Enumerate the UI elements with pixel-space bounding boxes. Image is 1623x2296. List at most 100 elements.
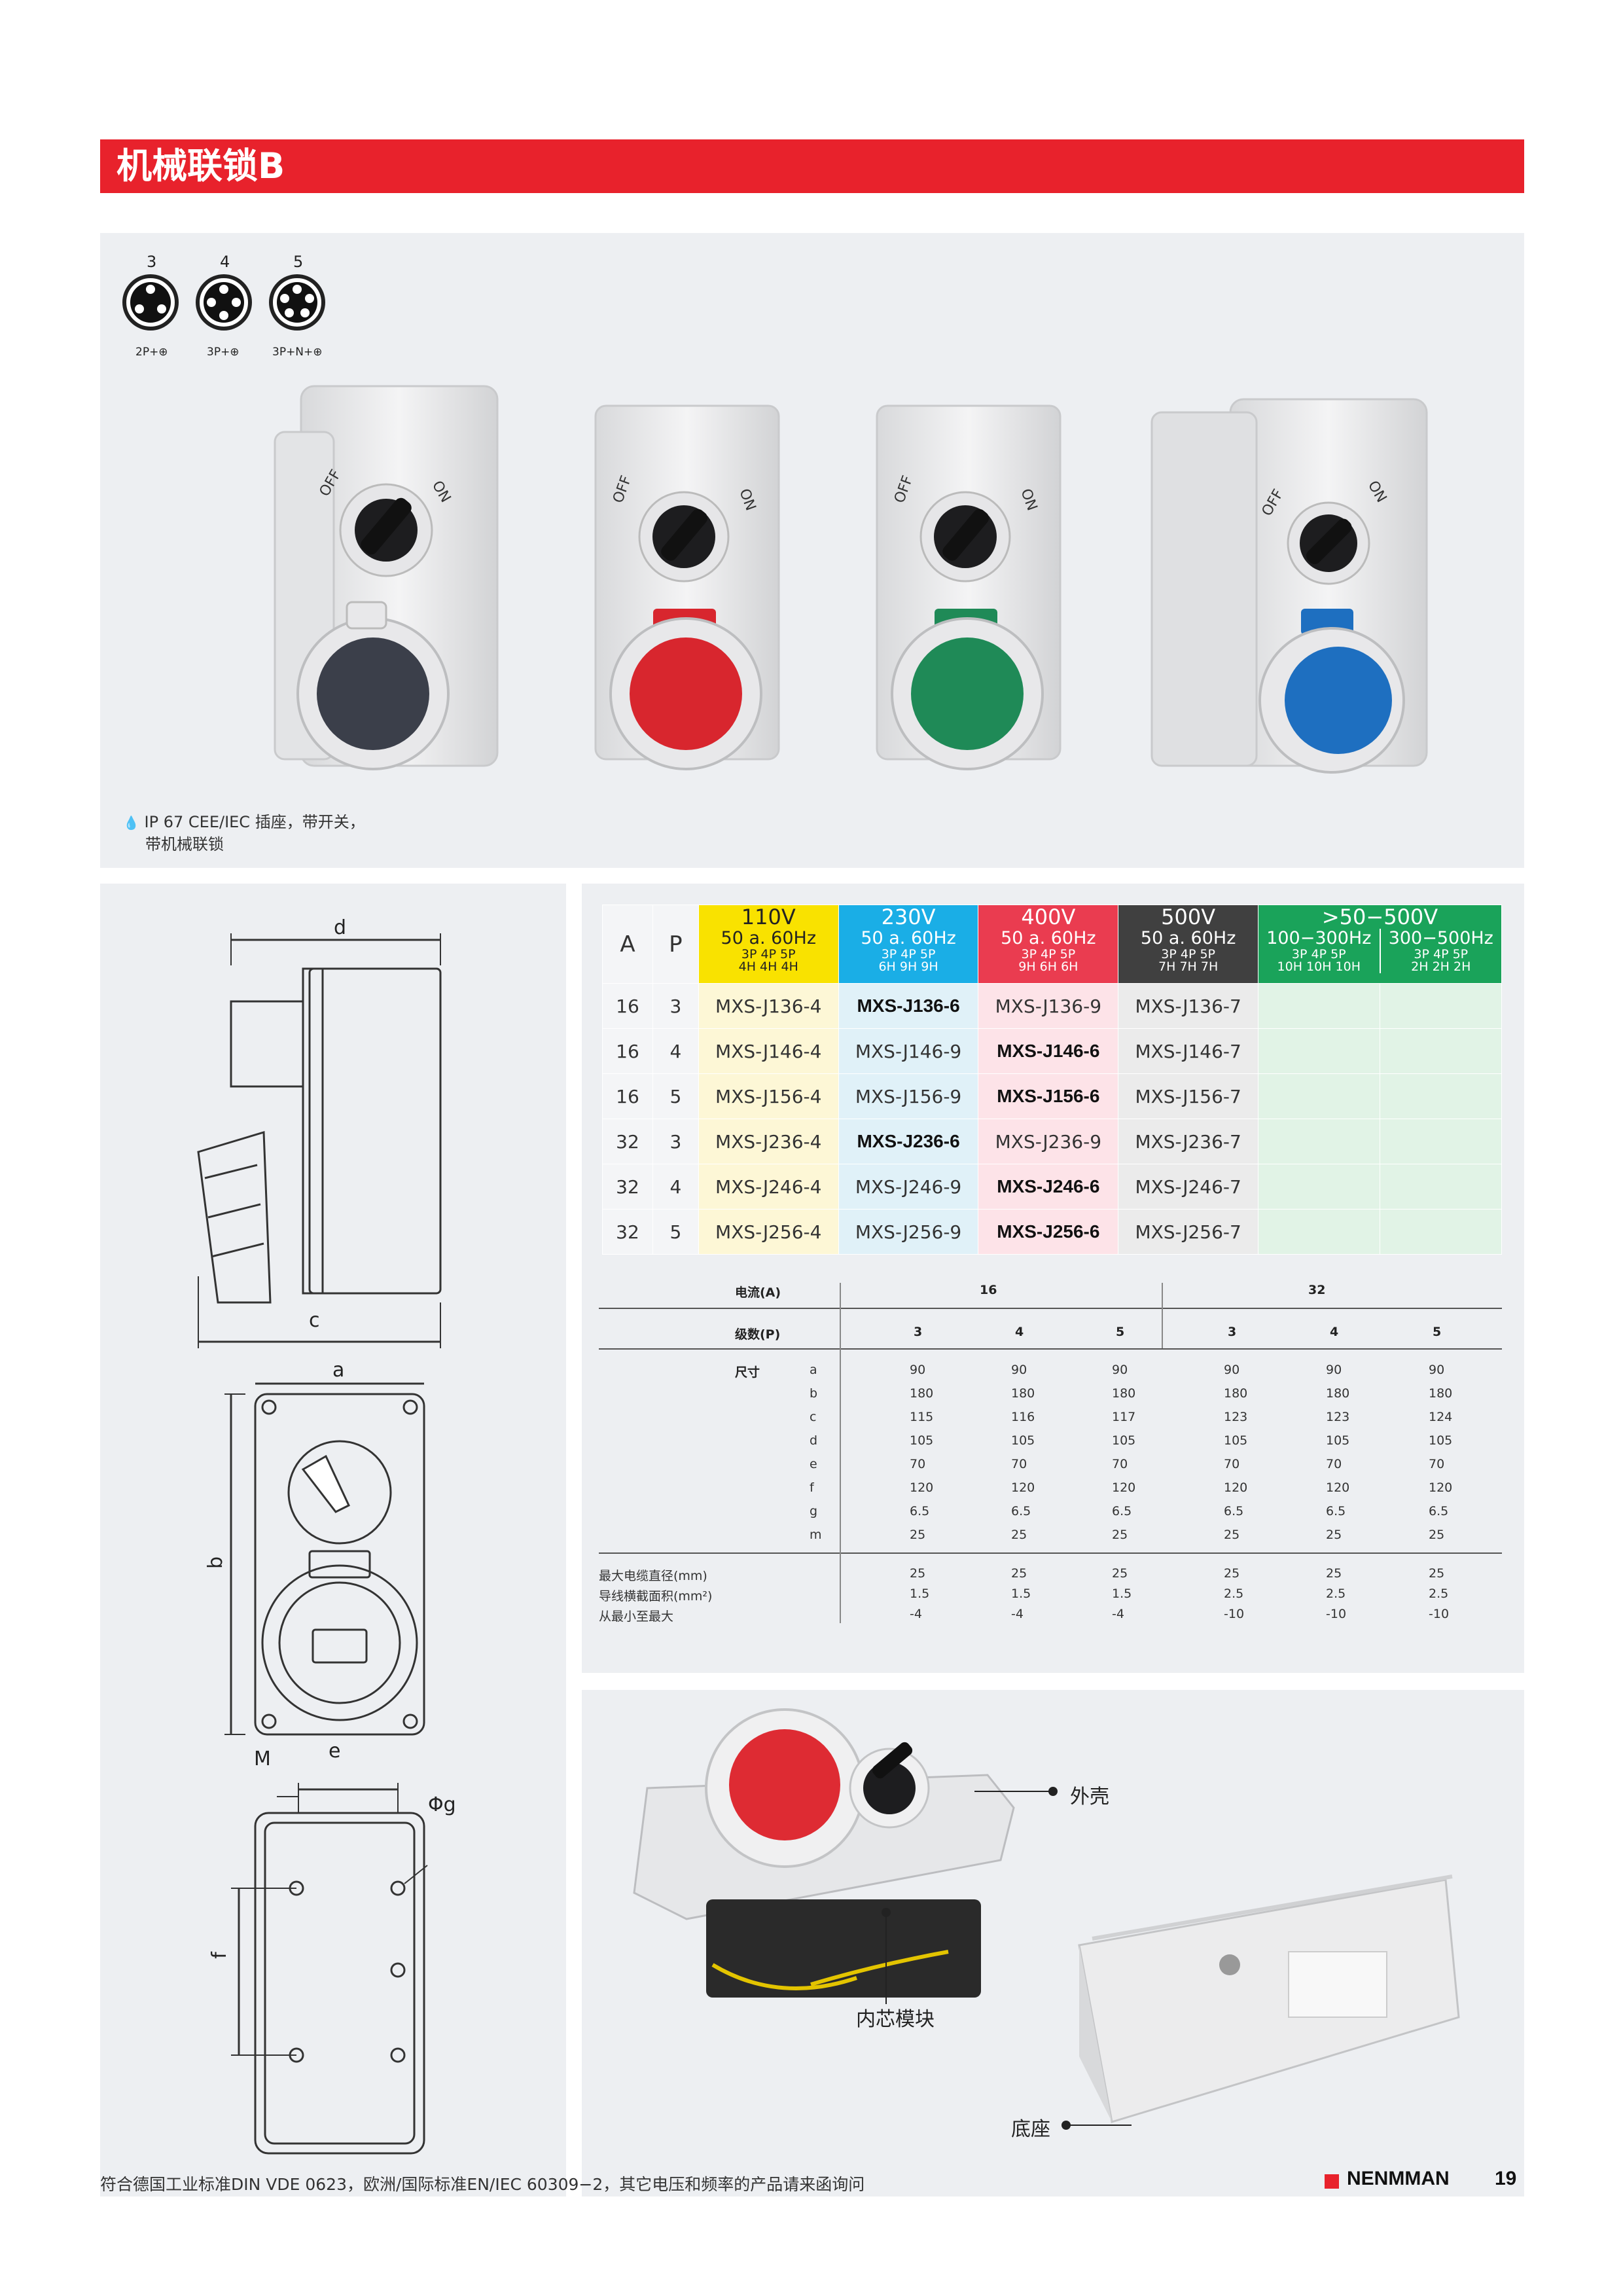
extra-value: 25: [1326, 1566, 1342, 1581]
extra-value: 25: [910, 1566, 926, 1581]
cell-poles: 5: [652, 1209, 699, 1255]
cell-model-v500: MXS-J256-7: [1118, 1209, 1259, 1255]
current-16: 16: [980, 1283, 997, 1297]
front-view: [224, 1382, 425, 1736]
dim-key: f: [810, 1480, 814, 1495]
shell-module: [633, 1708, 1015, 1998]
header-high-voltage: >50−500V 100−300Hz 3P 4P 5P 10H 10H 10H …: [1258, 905, 1502, 984]
extra-value: -4: [910, 1607, 922, 1621]
pole-count: 4: [1015, 1325, 1024, 1339]
dim-value: 180: [1326, 1386, 1350, 1401]
dim-value: 70: [910, 1457, 926, 1471]
label-shell: 外壳: [1070, 1785, 1109, 1808]
dim-value: 105: [1224, 1433, 1248, 1448]
dim-value: 120: [1326, 1480, 1350, 1495]
cell-high-voltage: [1380, 983, 1502, 1029]
cell-high-voltage: [1258, 1209, 1380, 1255]
dim-value: 180: [910, 1386, 934, 1401]
page-title: 机械联锁B: [116, 145, 285, 187]
dim-value: 105: [910, 1433, 934, 1448]
pin-label: 3P+⊕: [207, 346, 240, 359]
extra-value: 25: [1112, 1566, 1128, 1581]
pin-number: 3: [147, 253, 157, 271]
extra-value: 2.5: [1429, 1587, 1449, 1601]
dim-label-c: c: [309, 1309, 320, 1332]
label-core-module: 内芯模块: [856, 2008, 935, 2031]
dim-label-a: a: [332, 1359, 345, 1382]
dim-label-m: M: [254, 1748, 271, 1770]
cell-poles: 3: [652, 983, 699, 1029]
dim-label-d: d: [334, 916, 347, 939]
pin-4-icon: [196, 274, 252, 331]
extra-value: 1.5: [1011, 1587, 1031, 1601]
dim-value: 25: [1011, 1528, 1027, 1542]
dim-value: 90: [1112, 1363, 1128, 1377]
header-400v: 400V 50 a. 60Hz 3P 4P 5P 9H 6H 6H: [978, 905, 1119, 984]
dim-value: 6.5: [1429, 1504, 1449, 1518]
current-label: 电流(A): [735, 1285, 781, 1300]
dim-label-e: e: [329, 1740, 341, 1763]
socket-pin-icons: [122, 274, 325, 331]
brand-square-icon: [1325, 2174, 1339, 2189]
dim-value: 70: [1224, 1457, 1240, 1471]
cell-high-voltage: [1258, 1028, 1380, 1074]
extra-value: 25: [1429, 1566, 1445, 1581]
dim-value: 180: [1112, 1386, 1136, 1401]
pin-label: 2P+⊕: [135, 346, 168, 359]
cell-model-v230: MXS-J146-9: [838, 1028, 979, 1074]
pole-count: 5: [1433, 1325, 1442, 1339]
cell-model-v400: MXS-J256-6: [978, 1209, 1119, 1255]
dim-value: 25: [1224, 1528, 1240, 1542]
cell-high-voltage: [1258, 983, 1380, 1029]
cell-model-v500: MXS-J136-7: [1118, 983, 1259, 1029]
cell-amp: 32: [602, 1209, 653, 1255]
product-blue-socket: OFF ON: [1150, 398, 1428, 774]
pole-count: 3: [1228, 1325, 1237, 1339]
dim-label-b: b: [204, 1556, 228, 1570]
product-red-socket: OFF ON: [594, 404, 780, 770]
cell-model-v500: MXS-J236-7: [1118, 1119, 1259, 1164]
pole-count: 3: [914, 1325, 923, 1339]
dim-value: 6.5: [1326, 1504, 1346, 1518]
dim-value: 25: [1326, 1528, 1342, 1542]
extra-value: 2.5: [1224, 1587, 1244, 1601]
cell-model-v110: MXS-J136-4: [698, 983, 839, 1029]
cell-model-v230: MXS-J156-9: [838, 1073, 979, 1119]
cell-model-v110: MXS-J146-4: [698, 1028, 839, 1074]
dim-value: 70: [1112, 1457, 1128, 1471]
dim-value: 6.5: [1112, 1504, 1132, 1518]
cell-amp: 32: [602, 1164, 653, 1210]
extra-value: 25: [1011, 1566, 1027, 1581]
cell-amp: 16: [602, 1028, 653, 1074]
cell-model-v500: MXS-J156-7: [1118, 1073, 1259, 1119]
dim-value: 25: [910, 1528, 926, 1542]
cell-model-v230: MXS-J236-6: [838, 1119, 979, 1164]
technical-drawing: [197, 933, 442, 2155]
product-dark-socket: OFF ON: [274, 385, 499, 770]
cell-poles: 5: [652, 1073, 699, 1119]
dimension-drawing-panel: [100, 884, 566, 2197]
dim-key: e: [810, 1457, 817, 1471]
dim-value: 90: [1429, 1363, 1445, 1377]
poles-label: 级数(P): [735, 1327, 781, 1342]
cell-model-v110: MXS-J246-4: [698, 1164, 839, 1210]
cell-high-voltage: [1258, 1164, 1380, 1210]
cell-high-voltage: [1258, 1073, 1380, 1119]
brand-name: NENMMAN: [1347, 2168, 1450, 2189]
product-green-socket: OFF ON: [876, 404, 1061, 770]
cell-amp: 16: [602, 1073, 653, 1119]
dim-key: b: [810, 1386, 818, 1401]
dim-value: 90: [1224, 1363, 1240, 1377]
cell-high-voltage: [1380, 1119, 1502, 1164]
dim-value: 6.5: [910, 1504, 930, 1518]
cell-model-v110: MXS-J236-4: [698, 1119, 839, 1164]
product-illustrations: OFF ON OFF ON OFF ON OFF ON: [274, 385, 1428, 774]
dim-value: 117: [1112, 1410, 1136, 1424]
dim-value: 105: [1011, 1433, 1035, 1448]
dim-value: 123: [1326, 1410, 1350, 1424]
pin-5-icon: [269, 274, 325, 331]
dim-value: 115: [910, 1410, 934, 1424]
col-a-header: A: [602, 905, 653, 984]
